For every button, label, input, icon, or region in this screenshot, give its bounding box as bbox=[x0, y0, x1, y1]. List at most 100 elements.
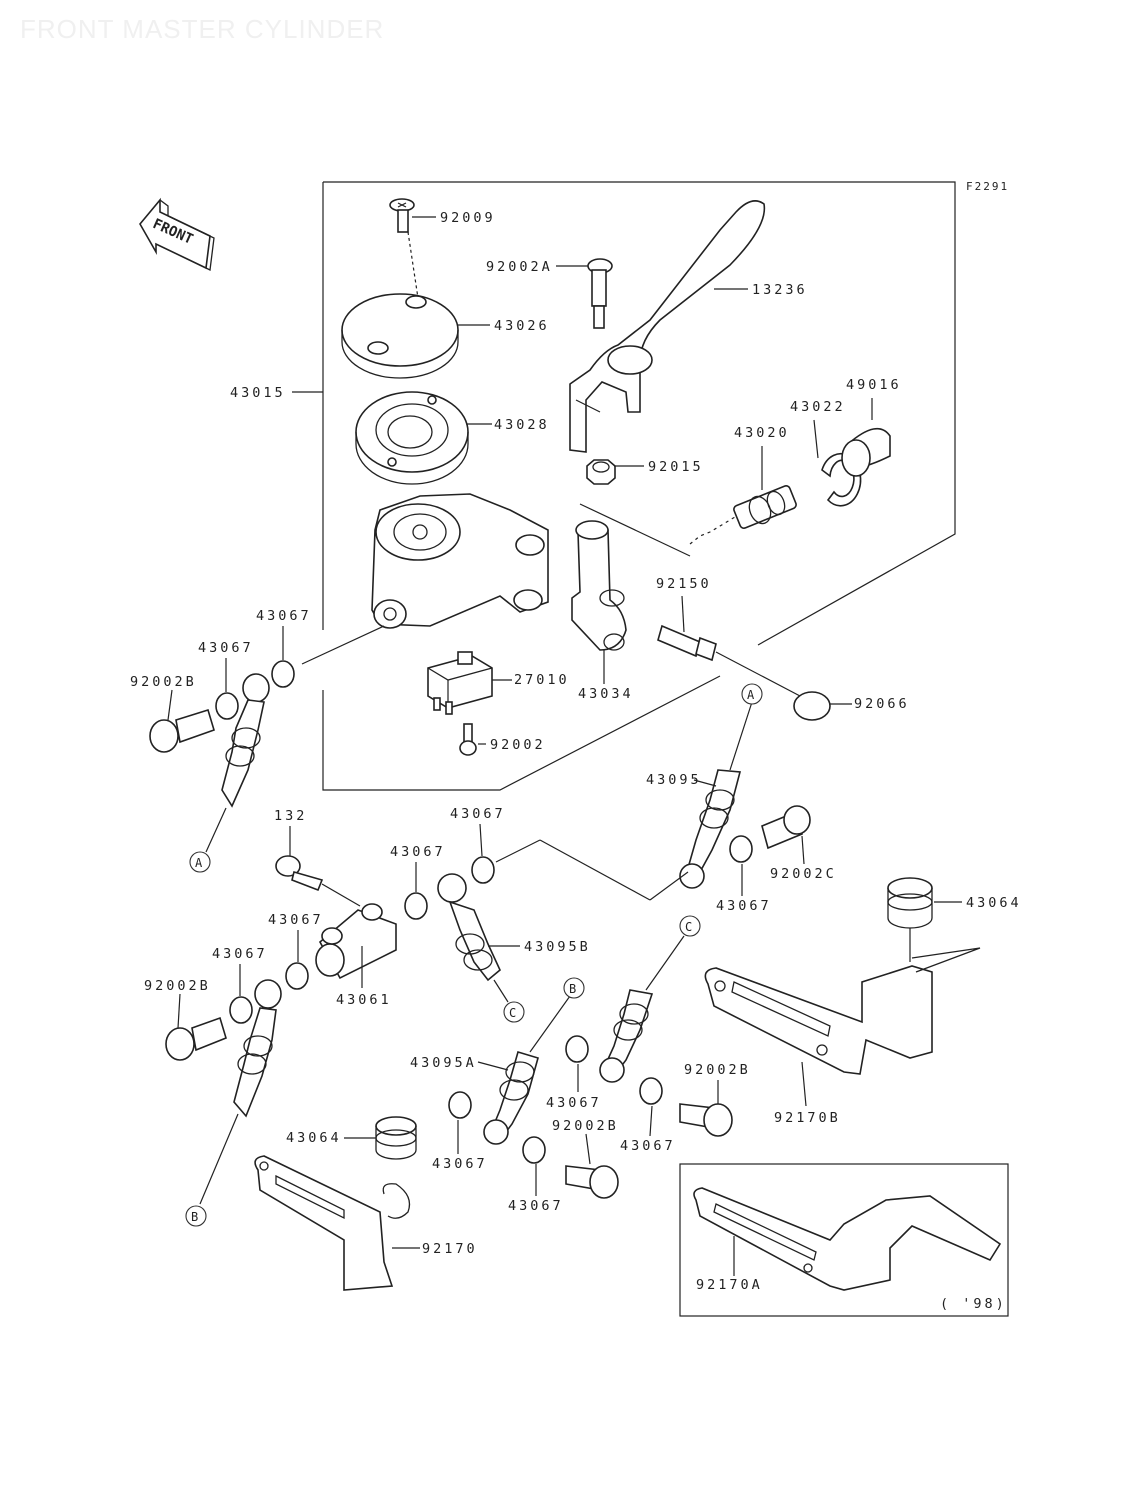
hose-c-right bbox=[599, 935, 685, 1083]
cap-92066 bbox=[793, 691, 831, 721]
label-92150: 92150 bbox=[656, 576, 712, 592]
label-13236: 13236 bbox=[752, 282, 808, 298]
joint-43061 bbox=[315, 903, 397, 980]
clamp-43034 bbox=[571, 520, 627, 651]
hose-fitting-b bbox=[199, 979, 282, 1205]
page-title: FRONT MASTER CYLINDER bbox=[20, 14, 385, 44]
washer-43067-g bbox=[229, 996, 253, 1024]
label-43028: 43028 bbox=[494, 417, 550, 433]
label-43064-b: 43064 bbox=[286, 1130, 342, 1146]
label-43067-a: 43067 bbox=[256, 608, 312, 624]
label-43095A: 43095A bbox=[410, 1055, 477, 1071]
figure-code: F2291 bbox=[966, 180, 1009, 193]
bolt-92150 bbox=[657, 624, 801, 697]
master-cylinder-body bbox=[301, 493, 549, 665]
svg-text:B: B bbox=[569, 982, 576, 996]
callout-a-top: A bbox=[741, 683, 763, 705]
label-43067-k: 43067 bbox=[508, 1198, 564, 1214]
svg-text:C: C bbox=[509, 1006, 516, 1020]
leader-lines bbox=[167, 216, 962, 1276]
label-49016: 49016 bbox=[846, 377, 902, 393]
bracket-92170 bbox=[254, 1155, 411, 1291]
svg-text:A: A bbox=[747, 688, 755, 702]
hose-43095A bbox=[483, 995, 571, 1145]
bolt-92002B-a bbox=[149, 708, 215, 753]
pivot-bolt-92002A bbox=[587, 258, 613, 329]
assembly-43015-boundary bbox=[322, 181, 956, 791]
label-27010: 27010 bbox=[514, 672, 570, 688]
label-43067-g: 43067 bbox=[212, 946, 268, 962]
bracket-92170A bbox=[693, 1187, 1002, 1291]
nut-92015 bbox=[586, 459, 616, 485]
washer-43067-d bbox=[471, 856, 495, 884]
washer-43067-b bbox=[215, 692, 239, 720]
bolt-92002B-b bbox=[165, 1016, 227, 1061]
label-92002: 92002 bbox=[490, 737, 546, 753]
bolt-92002C bbox=[761, 805, 811, 850]
brake-lever-13236 bbox=[569, 200, 766, 453]
label-92002C: 92002C bbox=[770, 866, 837, 882]
washer-43067-h bbox=[565, 1035, 589, 1063]
label-43095: 43095 bbox=[646, 772, 702, 788]
washer-43067-i bbox=[448, 1091, 472, 1119]
label-43067-h: 43067 bbox=[546, 1095, 602, 1111]
part-labels: 92009 92002A 13236 43026 43015 49016 430… bbox=[130, 210, 1022, 1293]
label-43064-a: 43064 bbox=[966, 895, 1022, 911]
label-92066: 92066 bbox=[854, 696, 910, 712]
svg-text:C: C bbox=[685, 920, 692, 934]
svg-text:A: A bbox=[195, 856, 203, 870]
hose-43095 bbox=[679, 701, 753, 889]
label-43022: 43022 bbox=[790, 399, 846, 415]
callout-a-left: A bbox=[189, 807, 227, 873]
inset-note: ( '98) bbox=[940, 1296, 1007, 1312]
front-arrow-icon: FRONT bbox=[139, 197, 215, 271]
label-43067-i: 43067 bbox=[620, 1138, 676, 1154]
callout-b-top: B bbox=[563, 977, 585, 999]
label-92002B-d: 92002B bbox=[552, 1118, 619, 1134]
screw-92002 bbox=[459, 723, 477, 756]
switch-27010 bbox=[427, 651, 493, 715]
washer-43067-f bbox=[285, 962, 309, 990]
bolt-92002B-d bbox=[679, 1103, 733, 1137]
label-43020: 43020 bbox=[734, 425, 790, 441]
grommet-43064-a bbox=[887, 877, 933, 962]
hose-43095B bbox=[437, 873, 501, 982]
piston-spring-43020 bbox=[579, 485, 797, 557]
label-43067-e: 43067 bbox=[716, 898, 772, 914]
label-43015: 43015 bbox=[230, 385, 286, 401]
washer-43067-k bbox=[639, 1077, 663, 1105]
label-92015: 92015 bbox=[648, 459, 704, 475]
label-43067-f: 43067 bbox=[268, 912, 324, 928]
bolt-132 bbox=[275, 855, 361, 907]
label-43067-b: 43067 bbox=[198, 640, 254, 656]
label-92002B-a: 92002B bbox=[130, 674, 197, 690]
hose-fitting-a bbox=[221, 673, 270, 808]
callout-b-bottom: B bbox=[185, 1205, 207, 1227]
svg-text:B: B bbox=[191, 1210, 198, 1224]
label-92009: 92009 bbox=[440, 210, 496, 226]
label-92170: 92170 bbox=[422, 1241, 478, 1257]
dust-boot-49016 bbox=[841, 427, 891, 477]
washer-43067-a bbox=[271, 660, 295, 688]
label-43067-j: 43067 bbox=[432, 1156, 488, 1172]
washer-43067-j bbox=[522, 1136, 546, 1164]
diaphragm-43028 bbox=[355, 391, 469, 485]
inset-box-98 bbox=[679, 1163, 1009, 1317]
label-132: 132 bbox=[274, 808, 307, 824]
label-43067-c: 43067 bbox=[450, 806, 506, 822]
label-43061: 43061 bbox=[336, 992, 392, 1008]
label-92170B: 92170B bbox=[774, 1110, 841, 1126]
washer-43067-c bbox=[729, 835, 753, 863]
callout-c-right: C bbox=[679, 915, 701, 937]
label-92002B-c: 92002B bbox=[684, 1062, 751, 1078]
label-92170A: 92170A bbox=[696, 1277, 763, 1293]
label-43034: 43034 bbox=[578, 686, 634, 702]
reservoir-cap-43026 bbox=[341, 293, 459, 379]
screw-92009 bbox=[389, 198, 419, 299]
label-92002A: 92002A bbox=[486, 259, 553, 275]
label-43067-d: 43067 bbox=[390, 844, 446, 860]
callout-c-left: C bbox=[493, 979, 525, 1023]
washer-43067-e bbox=[404, 892, 428, 920]
